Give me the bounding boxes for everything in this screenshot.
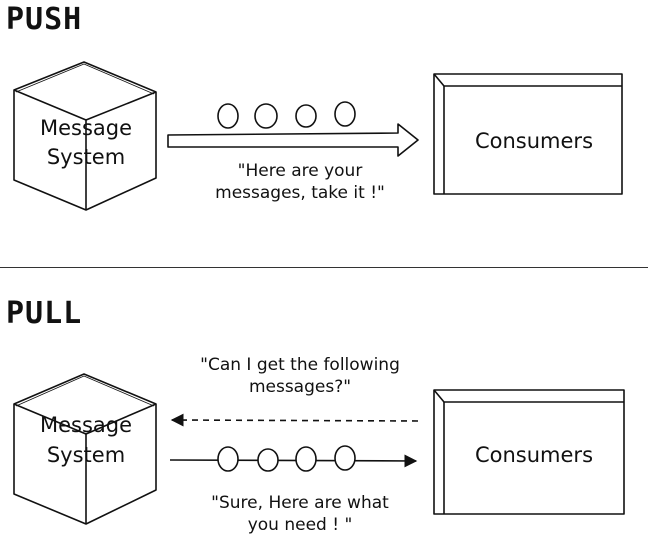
push-caption-line1: "Here are your (238, 161, 363, 181)
push-heading: PUSH (6, 2, 83, 37)
pull-consumers-box (433, 389, 625, 515)
pull-response-caption-line2: you need ! " (248, 515, 353, 535)
pull-response-caption-line1: "Sure, Here are what (211, 493, 389, 513)
push-consumers-box (433, 73, 623, 195)
pull-request-caption-line1: "Can I get the following (200, 355, 400, 375)
push-message-ball (254, 103, 278, 129)
pull-message-ball (217, 446, 239, 472)
push-target-label: Consumers (475, 129, 593, 153)
pull-response-arrow (169, 454, 418, 468)
push-message-balls (217, 101, 356, 129)
section-divider (0, 267, 648, 268)
pull-message-ball (334, 445, 356, 471)
push-source-label-line2: System (47, 145, 125, 169)
push-message-ball (217, 103, 239, 129)
pull-request-caption-line2: messages?" (249, 377, 351, 397)
push-message-ball (334, 101, 356, 127)
pull-message-balls (217, 445, 356, 472)
pull-source-label-line1: Message (40, 413, 132, 437)
pull-target-label: Consumers (475, 443, 593, 467)
pull-request-arrow (170, 413, 419, 427)
push-caption-line2: messages, take it !" (215, 183, 385, 203)
pull-message-ball (257, 448, 279, 472)
pull-message-system-cube (13, 373, 157, 525)
push-message-ball (295, 104, 317, 128)
push-hollow-arrow (167, 123, 419, 157)
pull-message-ball (295, 446, 317, 472)
pull-source-label-line2: System (47, 443, 125, 467)
push-source-label-line1: Message (40, 116, 132, 140)
pull-heading: PULL (6, 296, 83, 331)
push-message-system-cube (13, 61, 157, 211)
